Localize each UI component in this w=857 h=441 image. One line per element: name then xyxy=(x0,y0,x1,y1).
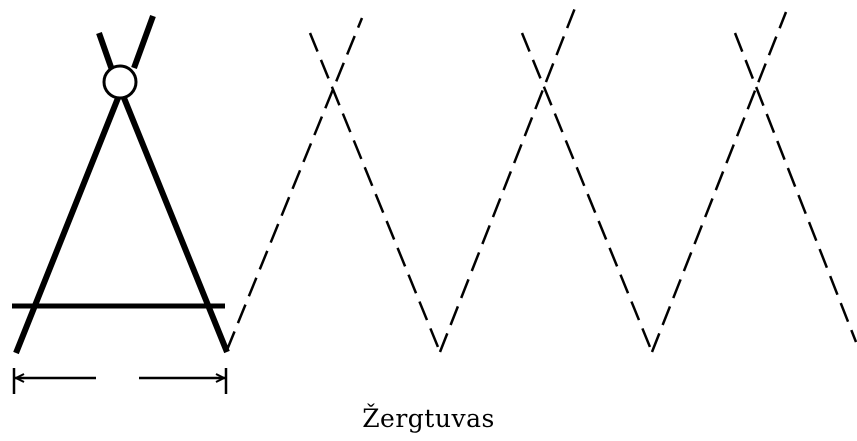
figure-caption: Žergtuvas xyxy=(362,404,495,433)
dashed-leg xyxy=(520,32,654,353)
compass-right-leg xyxy=(121,96,230,354)
compass xyxy=(12,14,230,355)
dashed-leg xyxy=(225,17,364,351)
measurement-arrow-left xyxy=(13,373,25,383)
compass-left-leg xyxy=(13,96,121,355)
measurement-line xyxy=(12,368,228,394)
dashed-steps xyxy=(225,7,857,353)
dashed-leg xyxy=(308,32,442,353)
dashed-leg xyxy=(438,7,577,353)
dashed-leg xyxy=(650,11,788,353)
compass-hinge-circle xyxy=(102,64,138,100)
dashed-leg xyxy=(733,32,857,343)
measurement-arrow-right xyxy=(215,373,227,383)
compass-handle-left xyxy=(96,32,115,71)
compass-handle-right xyxy=(131,14,156,70)
